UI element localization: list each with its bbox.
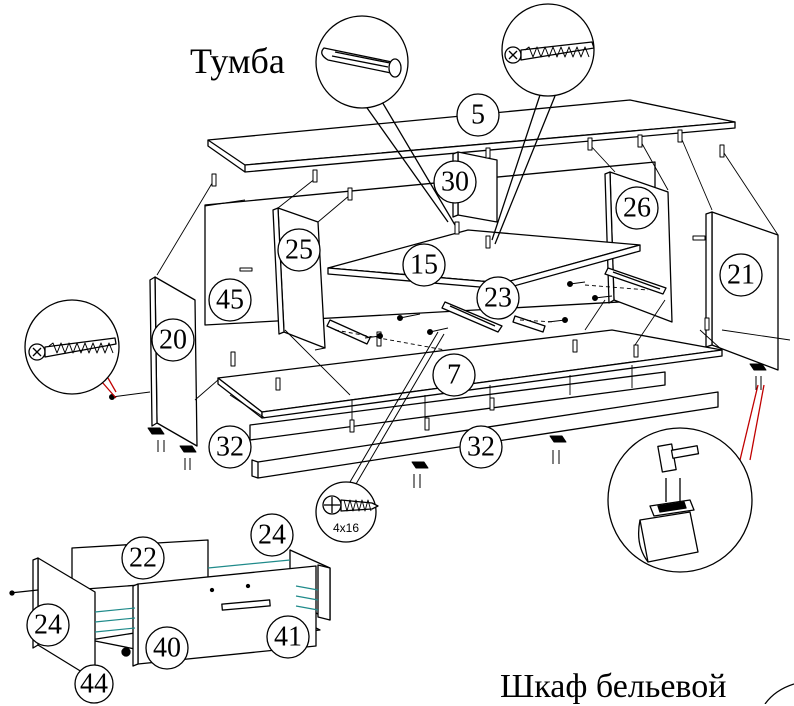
label-23: 23	[484, 283, 512, 314]
dowels	[211, 129, 725, 433]
label-45: 45	[216, 285, 244, 316]
screw-4x16-callout: 4x16	[315, 331, 445, 543]
screws	[109, 281, 613, 400]
drawer-rail-left	[441, 301, 503, 333]
feet	[147, 363, 767, 488]
dowel-callout	[315, 15, 456, 226]
label-22: 22	[129, 543, 157, 574]
hammer-callout	[607, 384, 765, 573]
drawer-rail-right	[604, 267, 667, 295]
label-7: 7	[447, 360, 461, 391]
panel-20	[149, 276, 198, 447]
label-40: 40	[153, 633, 181, 664]
label-20: 20	[159, 325, 187, 356]
title-wardrobe: Шкаф бельевой	[500, 668, 727, 705]
partial-circle	[764, 683, 794, 704]
label-41: 41	[274, 622, 302, 653]
label-24-left: 24	[34, 610, 62, 641]
label-21: 21	[727, 260, 755, 291]
drawer-rail-inner	[326, 315, 546, 345]
label-15: 15	[410, 250, 438, 281]
screw-callout-left	[24, 299, 120, 399]
title-cabinet: Тумба	[190, 41, 285, 81]
label-26: 26	[623, 193, 651, 224]
screw-callout-top	[491, 3, 595, 245]
label-32-center: 32	[467, 432, 495, 463]
assembly-guide-lines	[156, 134, 791, 430]
label-25: 25	[285, 235, 313, 266]
part-labels: 5 30 26 25 15 21 45 23 20 7 32 32 22 24 …	[26, 93, 763, 704]
screw-size-label: 4x16	[333, 521, 359, 535]
label-32-left: 32	[216, 432, 244, 463]
label-30: 30	[441, 167, 469, 198]
label-5: 5	[471, 100, 485, 131]
label-44: 44	[80, 669, 108, 700]
label-24-right: 24	[258, 520, 286, 551]
